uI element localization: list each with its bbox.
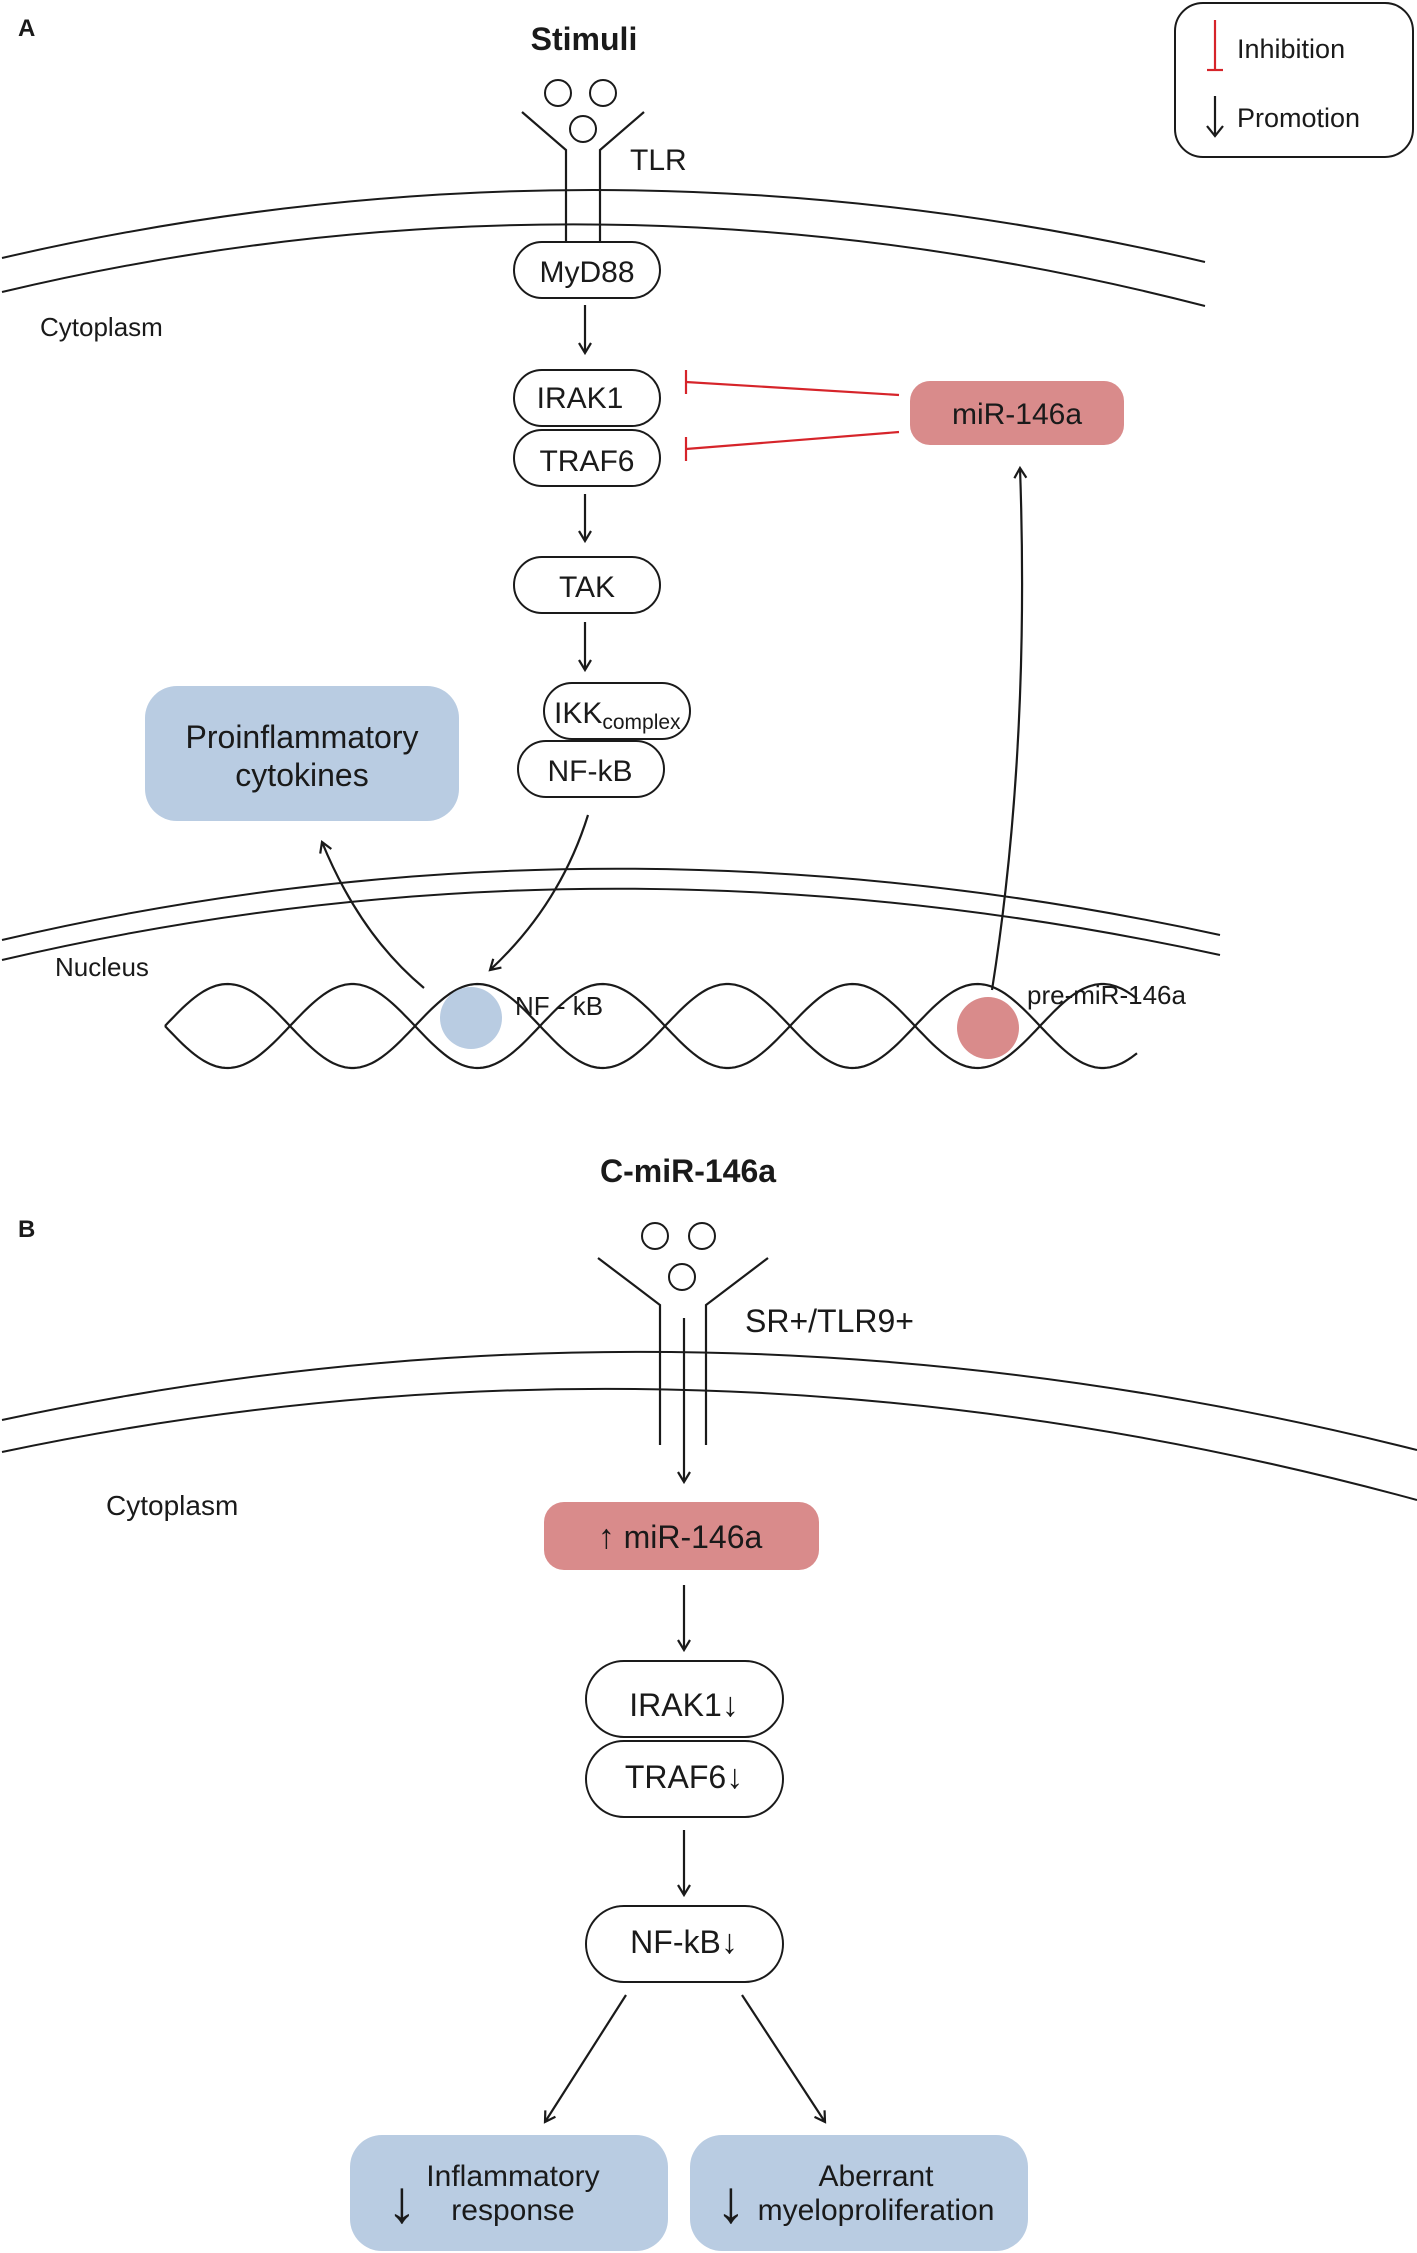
- arrow-nfkb-myeloproliferation: [741, 1994, 827, 2124]
- arrow-premir-to-mir: [990, 465, 1028, 991]
- panel-a-label: A: [18, 15, 35, 42]
- inflammatory-line1: Inflammatory: [426, 2160, 599, 2193]
- nfkb-down-box: [585, 1905, 784, 1983]
- nuclear-membrane-outer: [1, 867, 1221, 941]
- ligand-circle: [688, 1222, 716, 1250]
- inflammatory-down-arrow-icon: ↓: [387, 2168, 417, 2235]
- traf6-down-label: TRAF6↓: [625, 1758, 743, 1796]
- irak1-box: [513, 369, 661, 427]
- cell-membrane-inner: [1, 223, 1206, 307]
- cell-membrane-inner-b: [1, 1387, 1417, 1501]
- ligand-circle: [668, 1263, 696, 1291]
- mir146a-label: miR-146a: [952, 398, 1082, 431]
- down-arrow-icon: ↓: [722, 1686, 739, 1724]
- tak-box: [513, 556, 661, 614]
- dna-helix: [164, 982, 1138, 1070]
- ikk-label: IKK: [554, 697, 602, 730]
- inhibition-symbol-icon: [1207, 20, 1223, 72]
- tak-label: TAK: [559, 571, 615, 604]
- inflammatory-response-box: [350, 2135, 668, 2251]
- myelo-line1: Aberrant: [818, 2160, 934, 2193]
- mir146a-up-label: ↑ miR-146a: [598, 1518, 763, 1556]
- cytokines-line1: Proinflammatory: [186, 719, 419, 755]
- traf6-label: TRAF6: [539, 445, 634, 478]
- pre-mir146a-circle: [957, 997, 1019, 1059]
- irak1-down-box: [585, 1660, 784, 1738]
- down-arrow-icon: ↓: [726, 1758, 743, 1796]
- mir146a-text: miR-146a: [624, 1519, 763, 1555]
- inflammatory-line2: response: [451, 2194, 574, 2227]
- mir146a-box: [910, 381, 1124, 445]
- myelo-line2: myeloproliferation: [758, 2194, 995, 2227]
- arrow-nfkb-translocation: [488, 814, 590, 972]
- cytokines-line2: cytokines: [235, 757, 368, 793]
- panel-a-title: Stimuli: [531, 21, 638, 57]
- myd88-box: [513, 241, 661, 299]
- arrow-nfkb-inflammatory: [543, 1994, 627, 2124]
- nfkb-box: [517, 740, 665, 798]
- myd88-label: MyD88: [539, 256, 634, 289]
- ikk-complex-label: IKKcomplex: [554, 697, 681, 734]
- panel-b-title: C-miR-146a: [600, 1153, 776, 1189]
- legend-inhibition-label: Inhibition: [1237, 34, 1345, 64]
- legend-promotion-label: Promotion: [1237, 103, 1360, 133]
- inhibition-line-irak1: [684, 370, 900, 397]
- promotion-arrow-icon: [1206, 96, 1224, 138]
- cell-membrane-outer: [1, 189, 1206, 263]
- traf6-down-box: [585, 1740, 784, 1818]
- down-arrow-icon: ↓: [721, 1923, 738, 1961]
- aberrant-myeloproliferation-box: [690, 2135, 1028, 2251]
- cell-membrane-outer-b: [1, 1350, 1417, 1451]
- nfkb-down-label: NF-kB↓: [630, 1923, 738, 1961]
- inhibition-line-traf6: [684, 430, 900, 461]
- ligand-circle: [544, 79, 572, 107]
- nucleus-label: Nucleus: [55, 952, 149, 982]
- nuclear-nfkb-label: NF - kB: [515, 991, 603, 1021]
- mir146a-up-box: [544, 1502, 819, 1570]
- proinflammatory-cytokines-box: [145, 686, 459, 821]
- nfkb-label: NF-kB: [548, 755, 633, 788]
- ikk-complex-box: [543, 682, 691, 740]
- up-arrow-icon: ↑: [598, 1518, 615, 1556]
- nuclear-membrane-inner: [1, 887, 1221, 961]
- legend-box: [1174, 2, 1414, 158]
- ikk-subscript: complex: [602, 711, 681, 734]
- legend: Inhibition Promotion: [1174, 2, 1414, 158]
- ligand-circle: [589, 79, 617, 107]
- panel-b-label: B: [18, 1216, 35, 1243]
- irak1-down-label: IRAK1↓: [629, 1686, 738, 1724]
- sr-tlr9-label: SR+/TLR9+: [745, 1303, 914, 1339]
- cytoplasm-label: Cytoplasm: [40, 312, 163, 342]
- pre-mir146a-label: pre-miR-146a: [1027, 980, 1186, 1010]
- irak1-label: IRAK1: [537, 382, 624, 415]
- cytoplasm-label-b: Cytoplasm: [106, 1490, 238, 1521]
- arrow-to-cytokines: [319, 840, 425, 989]
- ligand-circle: [569, 115, 597, 143]
- ligand-circle: [641, 1222, 669, 1250]
- tlr-label: TLR: [630, 144, 687, 177]
- sr-tlr9-receptor-icon: [597, 1257, 769, 1445]
- traf6-box: [513, 429, 661, 487]
- myelo-down-arrow-icon: ↓: [716, 2168, 746, 2235]
- nfkb-nuclear-circle: [440, 987, 502, 1049]
